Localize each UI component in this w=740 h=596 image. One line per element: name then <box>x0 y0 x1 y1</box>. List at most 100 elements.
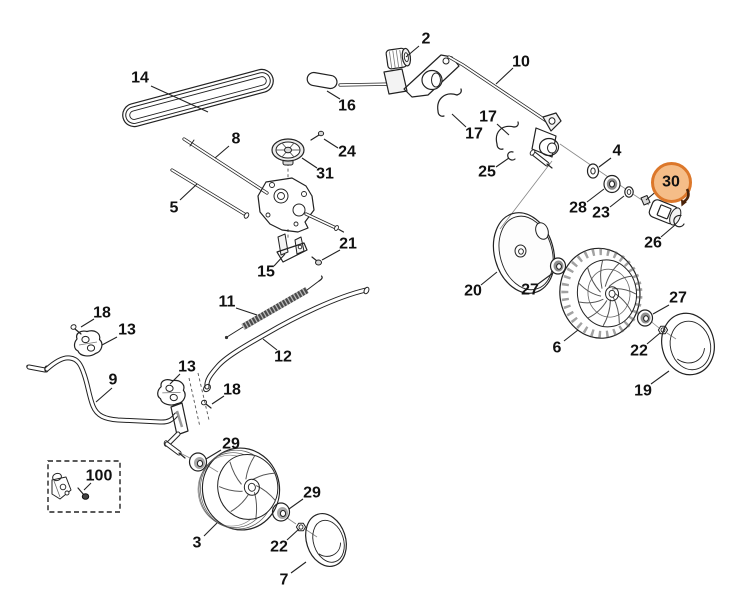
leader-line <box>301 157 318 169</box>
part-label-12[interactable]: 12 <box>262 338 292 366</box>
part-number: 21 <box>339 236 357 253</box>
part-12-tube <box>203 286 370 393</box>
part-number: 4 <box>613 143 622 160</box>
part-label-28[interactable]: 28 <box>569 188 605 217</box>
leader-line <box>288 498 304 510</box>
part-label-2[interactable]: 2 <box>405 31 431 58</box>
wheel-spoke <box>604 263 620 287</box>
part-number: 23 <box>592 205 610 222</box>
part-number: 27 <box>521 282 539 299</box>
part-number: 26 <box>644 235 662 252</box>
part-label-29[interactable]: 29 <box>205 436 240 460</box>
part-7-hubcap <box>305 513 347 567</box>
part-number: 7 <box>280 572 289 589</box>
part-label-27[interactable]: 27 <box>521 272 554 299</box>
part-label-9[interactable]: 9 <box>95 372 118 403</box>
wheel-spoke <box>578 283 602 297</box>
wheel-spoke <box>602 299 611 327</box>
part-label-26[interactable]: 26 <box>644 224 676 252</box>
part-21-screw <box>311 256 322 266</box>
highlight-arrow-icon <box>681 188 690 207</box>
leader-line <box>83 482 92 491</box>
part-20-disc <box>492 212 556 294</box>
part-label-5[interactable]: 5 <box>170 183 198 217</box>
part-label-21[interactable]: 21 <box>321 236 357 261</box>
wheel-spoke <box>252 472 276 481</box>
part-number: 31 <box>316 166 334 183</box>
part-number: 9 <box>109 372 118 389</box>
part-31-pulley <box>271 138 305 166</box>
part-label-10[interactable]: 10 <box>495 54 530 85</box>
part-23-ring <box>624 186 634 198</box>
part-label-17[interactable]: 17 <box>451 113 483 143</box>
part-label-29[interactable]: 29 <box>288 485 321 510</box>
pivot-bracket <box>529 112 562 169</box>
wheel-spoke <box>245 455 256 480</box>
part-label-11[interactable]: 11 <box>219 294 258 316</box>
part-label-14[interactable]: 14 <box>131 70 209 113</box>
part-15-bracket <box>276 233 308 263</box>
leader-line <box>326 90 341 100</box>
part-label-31[interactable]: 31 <box>301 157 334 183</box>
leader-line <box>480 271 498 286</box>
part-label-7[interactable]: 7 <box>280 561 307 589</box>
part-label-27[interactable]: 27 <box>652 290 687 315</box>
part-27-bearing-right <box>636 309 654 327</box>
leader-line <box>211 395 225 405</box>
part-label-18[interactable]: 18 <box>80 305 111 328</box>
part-label-100[interactable]: 100 <box>83 468 112 491</box>
leader-line <box>169 373 181 385</box>
part-label-18[interactable]: 18 <box>211 382 241 405</box>
part-label-6[interactable]: 6 <box>553 329 579 357</box>
part-number: 3 <box>193 535 202 552</box>
part-17-spring-b <box>495 121 519 150</box>
part-label-8[interactable]: 8 <box>214 131 241 159</box>
part-label-30[interactable]: 30 <box>645 162 692 203</box>
part-label-24[interactable]: 24 <box>323 138 356 161</box>
part-label-17[interactable]: 17 <box>479 109 510 136</box>
part-number: 22 <box>270 539 288 556</box>
part-number: 17 <box>479 109 497 126</box>
part-29-bearing-left <box>188 452 208 472</box>
part-label-4[interactable]: 4 <box>598 143 622 168</box>
leader-line <box>537 272 554 285</box>
part-number: 13 <box>118 322 136 339</box>
part-number: 10 <box>512 54 530 71</box>
part-number: 13 <box>178 359 196 376</box>
part-number: 25 <box>478 164 496 181</box>
part-11-spring-cable <box>224 275 323 340</box>
leader-line <box>652 304 670 315</box>
part-label-23[interactable]: 23 <box>592 195 625 222</box>
leader-line <box>273 253 286 267</box>
part-label-13[interactable]: 13 <box>169 359 196 385</box>
leader-line <box>203 522 218 537</box>
part-number: 19 <box>634 383 652 400</box>
part-10-rod <box>447 55 553 126</box>
part-number: 15 <box>257 264 275 281</box>
lever-assembly <box>383 54 460 98</box>
part-5-shaft <box>170 168 250 219</box>
part-number: 29 <box>303 485 321 502</box>
part-label-15[interactable]: 15 <box>257 253 286 281</box>
part-19-hubcap <box>661 312 715 376</box>
part-number: 28 <box>569 200 587 217</box>
part-label-20[interactable]: 20 <box>464 271 498 300</box>
part-number: 24 <box>338 144 356 161</box>
wheel-spoke <box>587 267 601 293</box>
part-3-wheel <box>197 447 281 531</box>
leader-line <box>609 195 625 208</box>
part-label-3[interactable]: 3 <box>193 522 218 552</box>
part-25-clip <box>507 151 516 161</box>
part-label-16[interactable]: 16 <box>326 90 356 115</box>
part-18-screw-upper <box>70 324 82 335</box>
part-label-22[interactable]: 22 <box>630 332 661 360</box>
leader-line <box>150 85 209 113</box>
part-label-19[interactable]: 19 <box>634 370 670 400</box>
part-16-grip <box>306 71 398 90</box>
highlight-circle <box>651 162 692 203</box>
part-label-13[interactable]: 13 <box>101 322 136 346</box>
leader-line <box>80 318 95 328</box>
part-number: 30 <box>662 174 680 191</box>
part-label-22[interactable]: 22 <box>270 528 300 556</box>
part-label-25[interactable]: 25 <box>478 157 510 181</box>
